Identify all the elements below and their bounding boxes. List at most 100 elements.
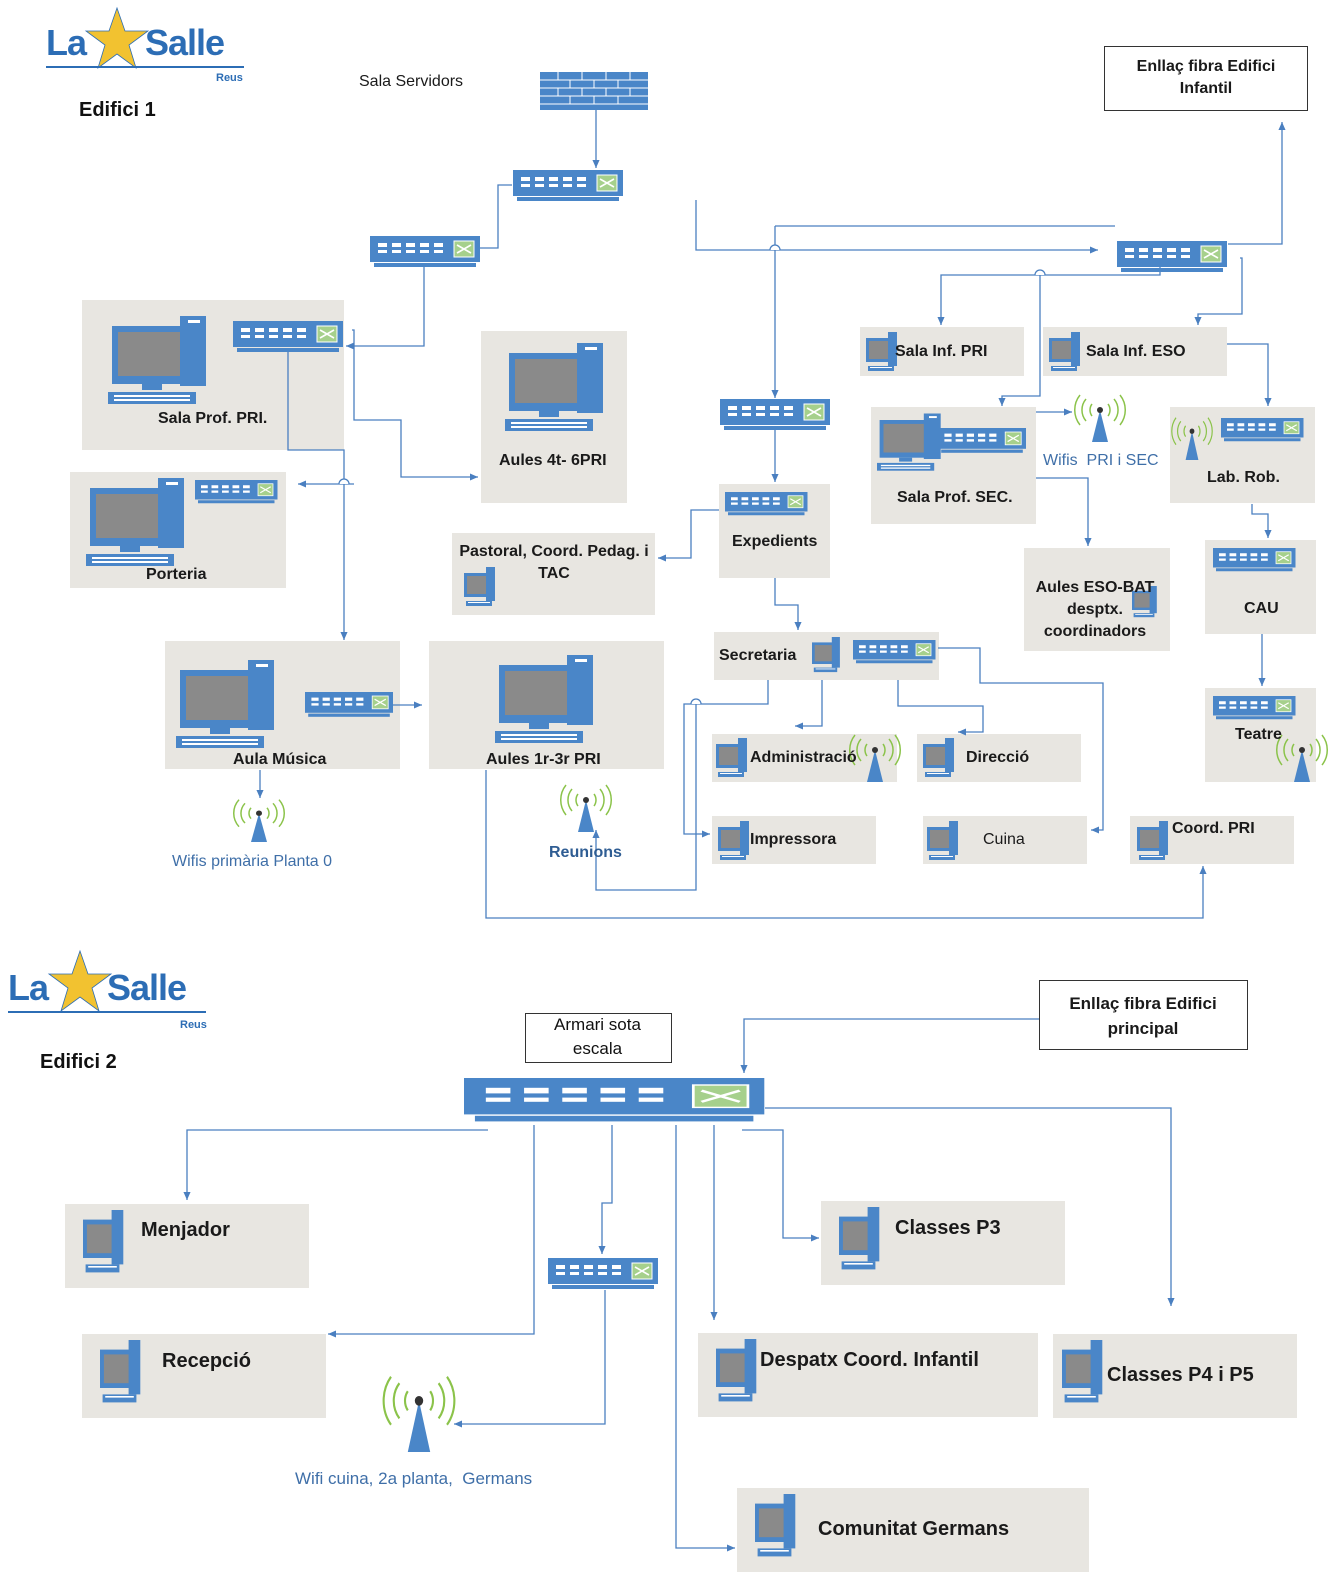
lasalle-logo-bottom: La Salle Reus [8,965,208,1035]
aules-1r-3r-label: Aules 1r-3r PRI [486,751,601,768]
pastoral-label: Pastoral, Coord. Pedag. i TAC [459,543,649,582]
sala-inf-eso-label: Sala Inf. ESO [1086,343,1186,360]
tower-pc-icon [1062,1340,1103,1403]
links-edifici1 [256,110,1286,919]
fibra-infantil-label: Enllaç fibra Edifici Infantil [1136,58,1276,97]
core-switch-icon [512,169,624,202]
wifi-cuina-label: Wifi cuina, 2a planta, Germans [295,1469,533,1488]
star-icon [84,6,150,70]
aules-eso-bat-label: Aules ESO-BAT desptx. coordinadors [1035,579,1155,640]
building-title-2: Edifici 2 [40,1051,117,1073]
wifis-primaria-label: Wifis primària Planta 0 [172,853,333,870]
line-hops [338,244,1046,705]
tower-pc-icon [927,821,958,860]
logo-reus: Reus [180,1019,207,1031]
computer-icon [108,316,206,404]
switch-icon [194,479,279,504]
computer-icon [877,413,941,471]
firewall-icon [540,72,648,110]
wifi-ap-icon [382,1375,456,1454]
wifi-ap-icon [1275,734,1329,783]
tower-pc-icon [716,1339,757,1402]
fibra-principal-label: Enllaç fibra Edifici principal [1069,994,1217,1038]
tower-pc-icon [718,821,749,860]
wifi-ap-icon [848,734,902,783]
coord-pri-label: Coord. PRI [1172,820,1255,837]
secretaria-label: Secretaria [719,647,797,664]
switch-icon [1116,240,1228,273]
computer-icon [86,478,184,566]
switch-icon [1220,417,1305,442]
switch-icon [852,639,937,664]
direccio-label: Direcció [966,749,1030,766]
computer-icon [495,655,593,743]
building-title-1: Edifici 1 [79,99,156,121]
classes-p3-label: Classes P3 [895,1217,1001,1239]
tower-pc-icon [923,738,954,777]
impressora-label: Impressora [750,831,837,848]
sala-prof-pri-label: Sala Prof. PRI. [158,410,268,427]
fibra-infantil-frame [1104,46,1308,111]
cuina-label: Cuina [983,831,1025,848]
wifi-ap-icon [559,784,613,833]
lasalle-logo-top: La Salle Reus [46,20,246,90]
wifi-ap-icon [232,798,286,843]
tower-pc-icon [100,1340,141,1403]
armari-label: Armari sota escala [554,1015,641,1058]
switch-icon [937,427,1027,454]
logo-reus: Reus [216,72,243,84]
sala-prof-sec-label: Sala Prof. SEC. [897,489,1013,506]
main-switch-icon [464,1078,764,1121]
tower-pc-icon [1049,332,1080,371]
tower-pc-icon [812,637,840,673]
switch-icon [547,1257,659,1290]
logo-salle: Salle [107,967,187,1008]
expedients-label: Expedients [732,533,818,550]
switch-icon [1212,695,1297,720]
porteria-label: Porteria [146,566,207,583]
logo-rule [8,1011,206,1013]
teatre-label: Teatre [1235,726,1282,743]
armari-frame [525,1013,672,1063]
switch-icon [232,320,344,353]
tower-pc-icon [716,738,747,777]
tower-pc-icon [1137,821,1168,860]
switch-icon [304,691,394,718]
links-edifici2 [183,1018,1175,1552]
switch-icon [719,398,831,431]
switch-icon [724,491,809,516]
aules-4t-6pri-label: Aules 4t- 6PRI [499,452,607,469]
room-comunitat [737,1488,1089,1572]
computer-icon [505,343,603,431]
wifi-ap-icon [1073,394,1127,443]
logo-la: La [46,22,87,63]
wifi-ap-icon [1171,417,1213,461]
despatx-coord-label: Despatx Coord. Infantil [760,1349,979,1371]
aula-musica-label: Aula Música [233,751,327,768]
star-icon [47,949,113,1013]
switch-icon [1212,547,1297,572]
logo-salle: Salle [145,22,225,63]
sala-servidors-label: Sala Servidors [359,73,464,90]
cau-label: CAU [1244,600,1279,617]
recepcio-label: Recepció [162,1350,251,1372]
tower-pc-icon [83,1210,124,1273]
tower-pc-icon [755,1494,796,1557]
menjador-label: Menjador [141,1219,230,1241]
logo-la: La [8,967,49,1008]
fibra-principal-frame [1039,980,1248,1050]
classes-p4-p5-label: Classes P4 i P5 [1107,1364,1254,1386]
reunions-label: Reunions [549,844,622,861]
sala-inf-pri-label: Sala Inf. PRI [895,343,988,360]
tower-pc-icon [866,332,897,371]
computer-icon [176,660,274,748]
comunitat-label: Comunitat Germans [818,1518,1010,1540]
switch-icon [369,235,481,268]
lab-rob-label: Lab. Rob. [1207,469,1280,486]
wifis-pri-sec-label: Wifis PRI i SEC [1043,452,1159,469]
tower-pc-icon [839,1207,880,1270]
logo-rule [46,66,244,68]
administracio-label: Administració [750,749,857,766]
